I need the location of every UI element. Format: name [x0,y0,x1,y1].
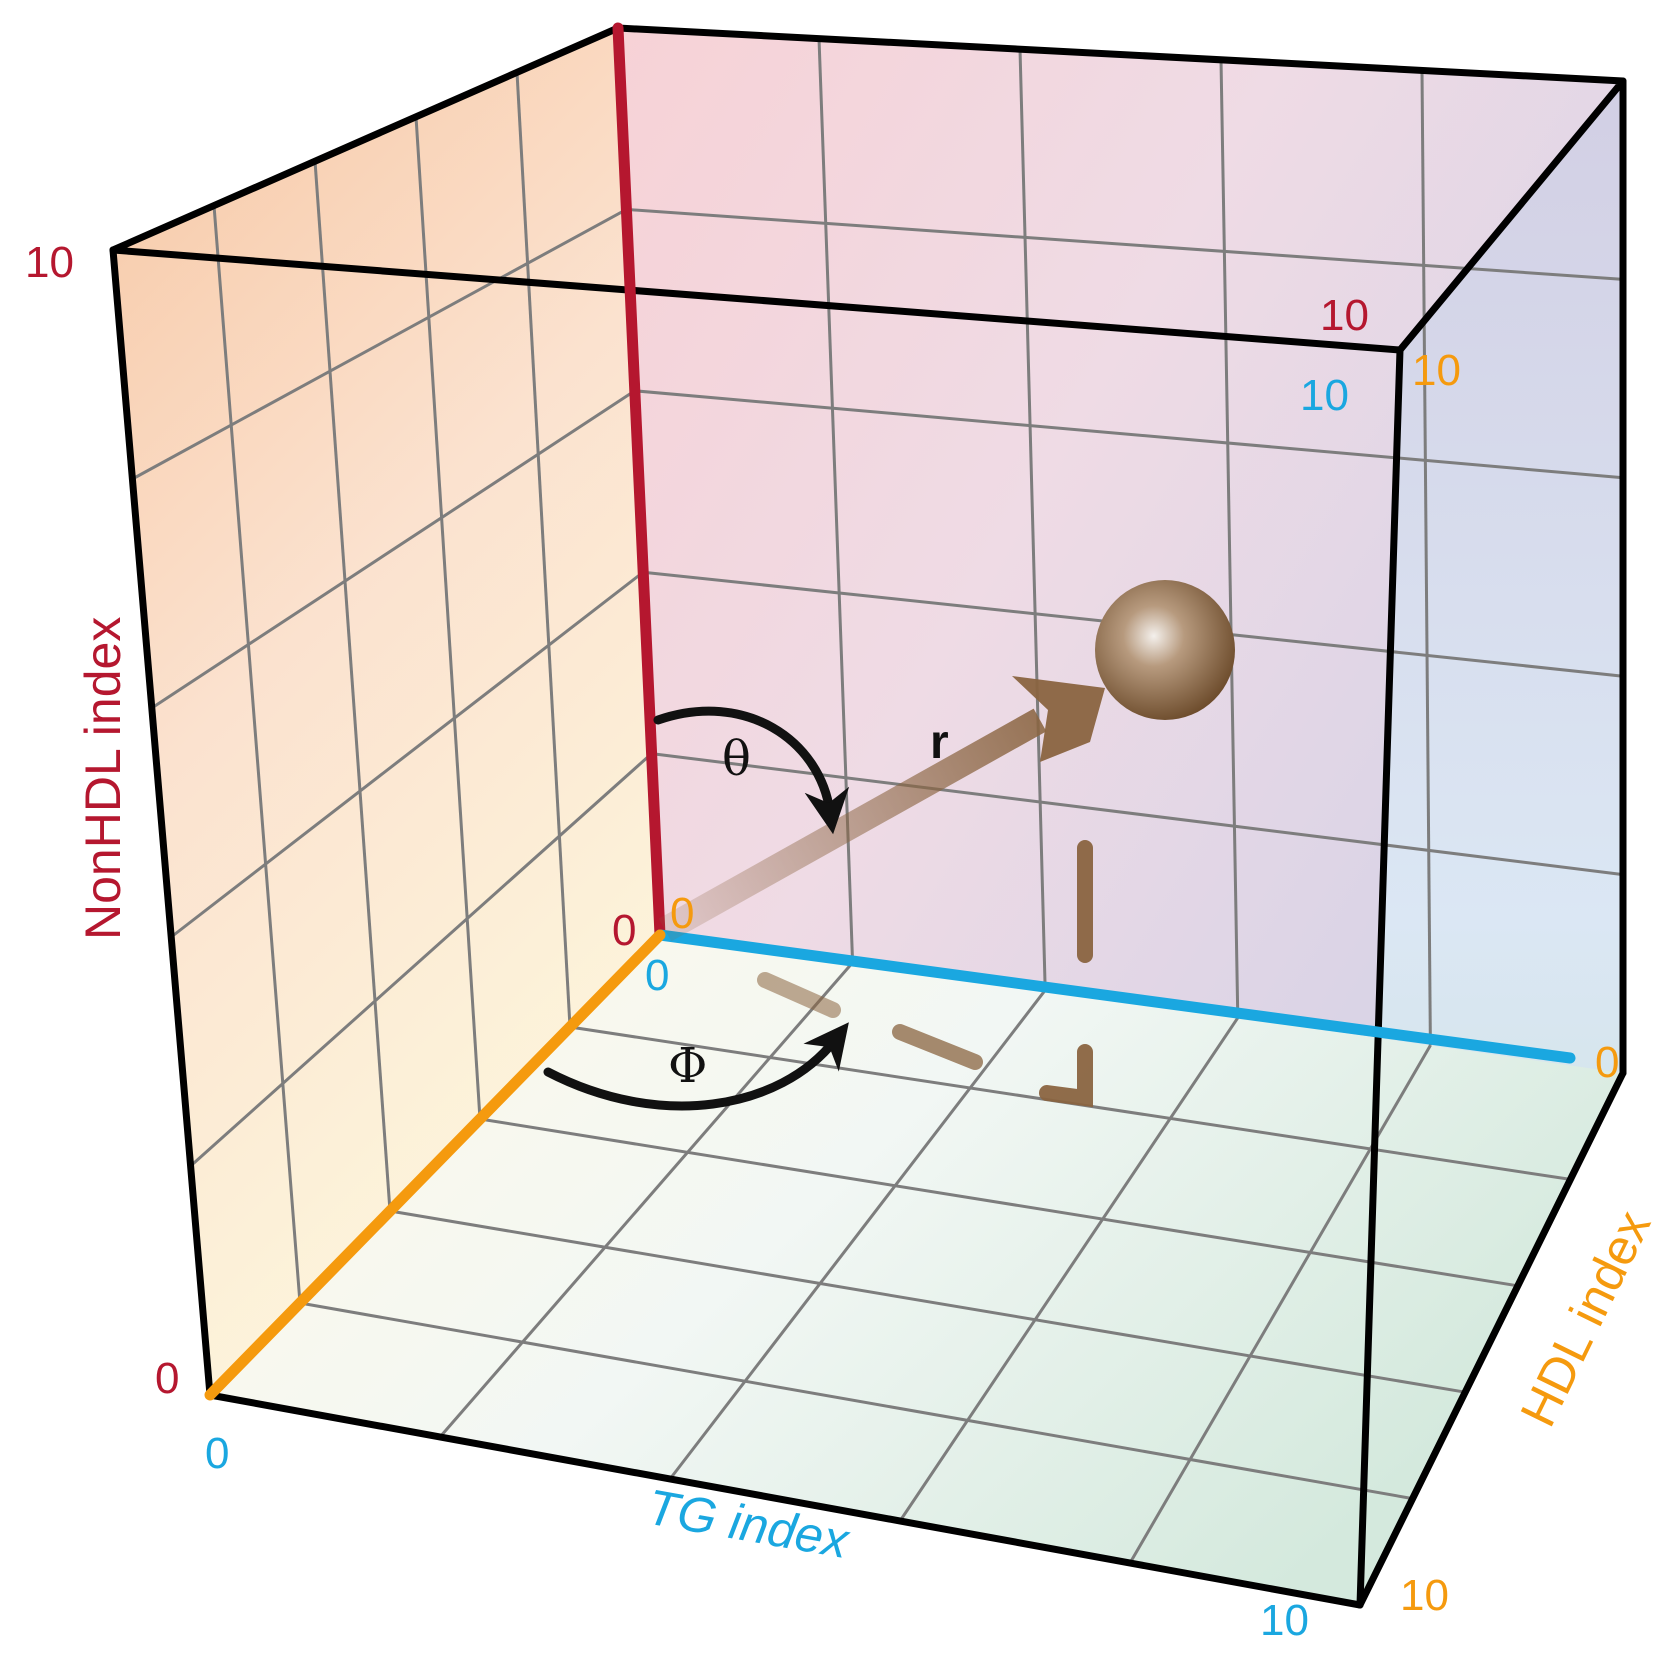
tg-max-label-top: 10 [1300,371,1349,420]
frame-back-top-edge [109,24,1627,354]
frame-front-right-vertical-edge [1356,346,1404,1609]
nonhdl-min-label-corner: 0 [155,1354,179,1403]
left-wall-grid-line [212,205,302,1304]
left-wall-grid-line [189,752,653,1168]
floor-face [210,935,1623,1605]
nonhdl-axis-title: NonHDL index [75,617,131,940]
frame-front-top-edge [109,246,1404,354]
left-wall-grid-line [313,161,392,1212]
back-wall-grid-line [1018,49,1047,991]
r-vector-arrowhead [1012,676,1105,762]
frame-bottom-front-edge [206,1391,1364,1609]
back-wall-grid-line [1219,59,1240,1018]
back-wall-grid-line [1420,70,1432,1046]
hdl-max-label-bottom: 10 [1400,1571,1449,1620]
floor-grid-line [389,1209,1466,1394]
r-vector [658,676,1105,942]
hdl-max-label-top: 10 [1412,346,1461,395]
tg-axis-line [654,929,1576,1064]
frame-bottom-right-edge [1356,1069,1627,1609]
nonhdl-axis-line [612,22,666,941]
hdl-min-label-origin: 0 [670,889,694,938]
frame-left-vertical-edge [109,246,214,1399]
floor-grid-line [438,961,854,1438]
floor-grid-line [299,1301,1413,1501]
back-wall-grid-line [626,207,1624,281]
hdl-axis-line [204,929,666,1401]
floor-grid-line [668,989,1047,1480]
hdl-min-label-right: 0 [1595,1038,1619,1087]
phi-symbol: Φ [668,1038,707,1094]
floor-grid-line [898,1016,1240,1522]
left-wall-grid-line [131,208,628,481]
r-symbol: r [930,716,949,769]
floor-grid-line [479,1117,1519,1288]
data-point-sphere [1095,580,1235,720]
left-wall-grid-line [150,389,636,710]
floor-grid-line [1128,1044,1432,1564]
tg-min-label-corner: 0 [205,1429,229,1478]
left-wall-grid-line [515,72,572,1028]
theta-curved-arrow [653,706,850,835]
tg-max-label-bottom: 10 [1260,1596,1309,1645]
left-wall-grid-line [414,116,482,1120]
left-wall-grid-line [170,571,645,939]
left-wall-face [113,28,660,1395]
nonhdl-max-label-left: 10 [25,238,74,287]
back-wall-grid-line [634,389,1624,480]
nonhdl-max-label-right: 10 [1320,291,1369,340]
nonhdl-min-label-origin: 0 [612,906,636,955]
tg-min-label-origin: 0 [645,951,669,1000]
theta-symbol: θ [722,731,751,787]
projection-dashed-lines [757,840,1093,1108]
cube-frame [109,24,1627,1609]
phi-curved-arrow [543,1022,849,1111]
